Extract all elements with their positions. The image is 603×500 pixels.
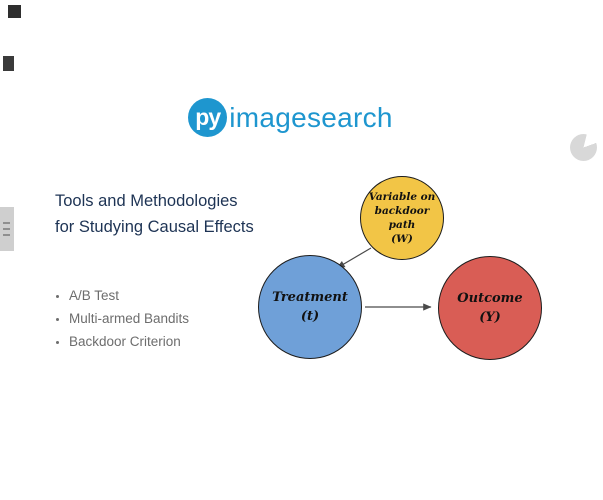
node-w-line1: Variable on <box>368 191 436 203</box>
logo-badge-icon: py <box>188 98 228 137</box>
edge-square-icon <box>3 56 14 71</box>
logo-wordmark: imagesearch <box>229 101 393 133</box>
node-y-line1: Outcome <box>457 291 523 306</box>
bullet-item-ab-test: A/B Test <box>69 284 189 307</box>
bullet-list: A/B Test Multi-armed Bandits Backdoor Cr… <box>52 284 189 353</box>
diagram-node-treatment: Treatment (t) <box>258 255 362 359</box>
pie-loading-icon <box>570 134 597 161</box>
pyimagesearch-logo: py imagesearch <box>0 98 592 137</box>
node-w-line3: (W) <box>391 233 413 245</box>
bullet-item-backdoor-criterion: Backdoor Criterion <box>69 330 189 353</box>
list-thumbnail-icon <box>0 207 14 251</box>
node-y-line2: (Y) <box>479 310 501 325</box>
diagram-node-backdoor-variable: Variable on backdoor path (W) <box>360 176 444 260</box>
bullet-item-multi-armed-bandits: Multi-armed Bandits <box>69 307 189 330</box>
slide-title: Tools and Methodologies for Studying Cau… <box>55 188 254 240</box>
diagram-node-outcome: Outcome (Y) <box>438 256 542 360</box>
slide-title-line2: for Studying Causal Effects <box>55 218 254 236</box>
node-t-line2: (t) <box>300 309 320 324</box>
node-w-line2: backdoor path <box>374 205 430 231</box>
edge-w-to-treatment <box>336 247 372 269</box>
node-t-line1: Treatment <box>272 290 348 305</box>
slide-title-line1: Tools and Methodologies <box>55 192 238 210</box>
corner-square-icon <box>8 5 21 18</box>
